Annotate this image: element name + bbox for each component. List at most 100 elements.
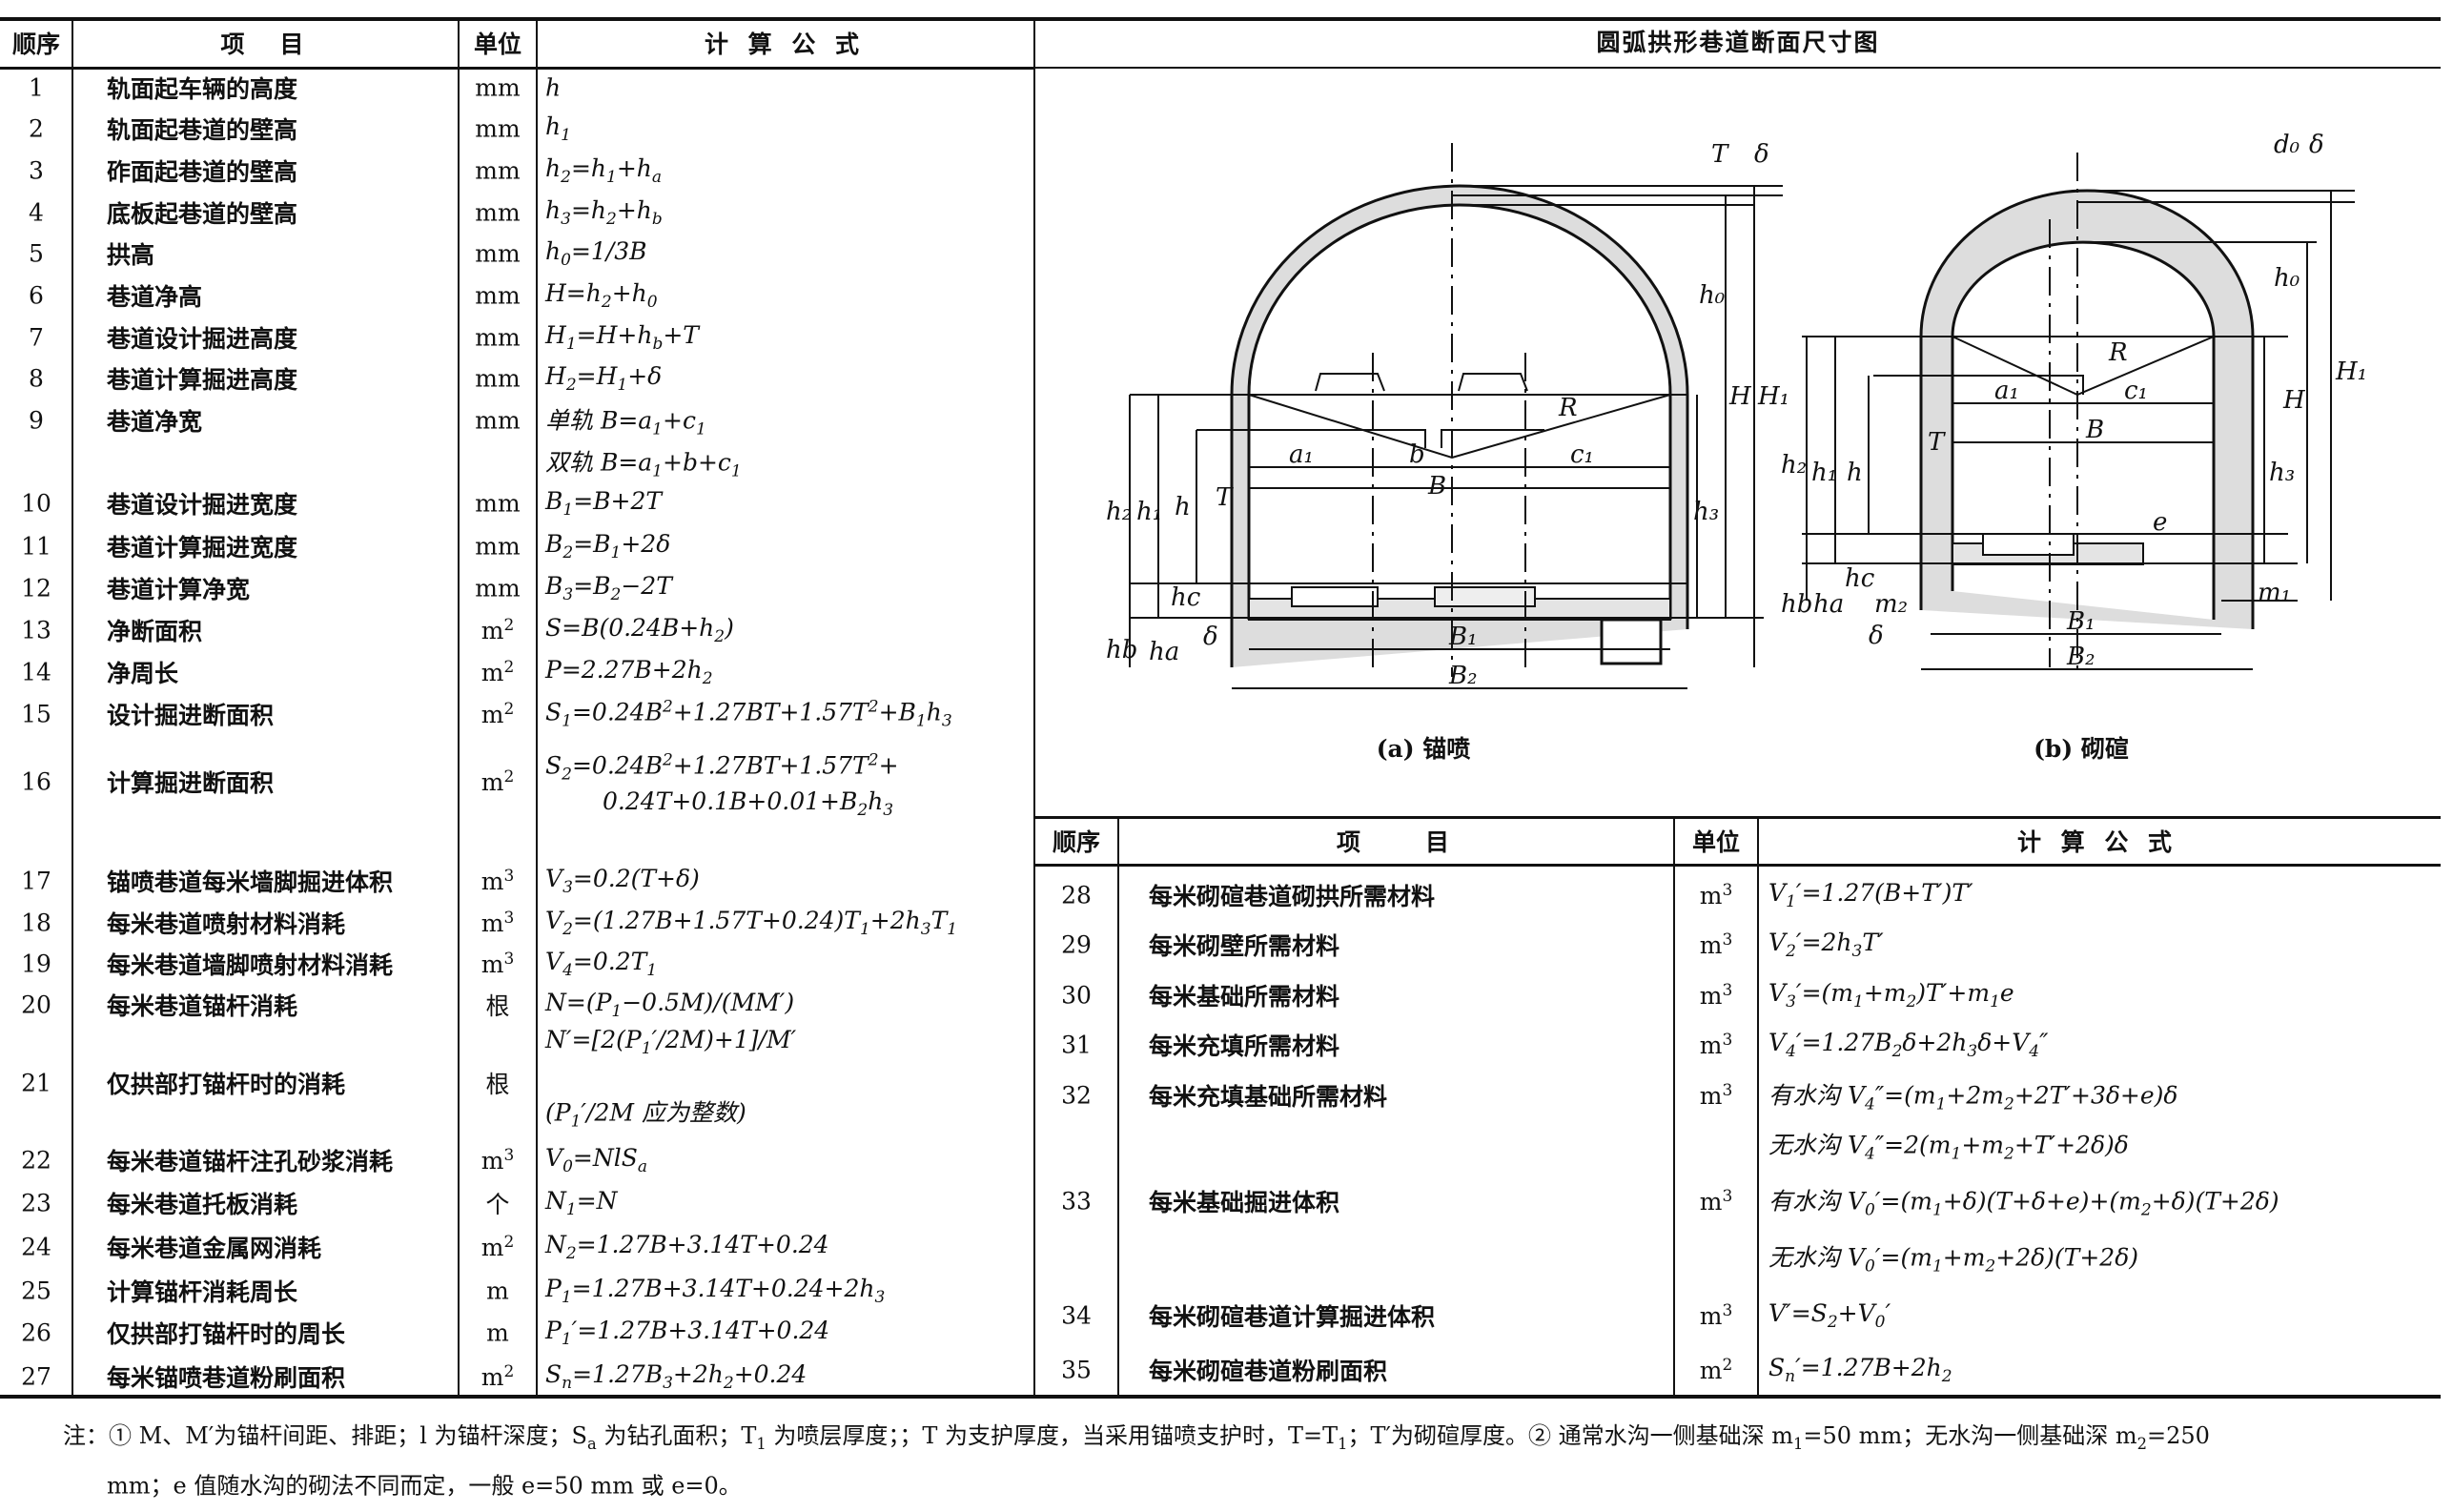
row-unit: m2 — [1699, 1355, 1733, 1385]
row-unit: 根 — [485, 992, 510, 1020]
row-unit: m3 — [1699, 980, 1733, 1011]
row-formula: Sn=1.27B3+2h2+0.24 — [545, 1360, 807, 1393]
row-number: 7 — [29, 323, 44, 352]
right-table-top-rule — [1035, 816, 2441, 819]
row-item: 设计掘进断面积 — [107, 702, 275, 729]
label-a-R: R — [1558, 394, 1578, 422]
row-unit: m — [486, 1318, 509, 1347]
row-formula: 双轨 B=a1+b+c1 — [545, 448, 742, 481]
row-item: 巷道设计掘进宽度 — [107, 491, 298, 519]
row-unit: mm — [475, 323, 521, 352]
row-item: 计算掘进断面积 — [107, 769, 275, 797]
row-formula: N=(P1−0.5M)/(MM′) — [545, 989, 795, 1021]
row-unit: m3 — [1699, 1030, 1733, 1060]
row-item: 每米巷道锚杆消耗 — [107, 992, 298, 1020]
row-item: 每米充填所需材料 — [1149, 1032, 1340, 1060]
row-unit: m3 — [480, 866, 515, 896]
label-a-c1: c₁ — [1570, 440, 1594, 469]
left-header-no: 顺序 — [11, 31, 61, 58]
row-item: 锚喷巷道每米墙脚掘进体积 — [107, 868, 394, 896]
row-item: 每米巷道托板消耗 — [107, 1191, 298, 1218]
row-number: 13 — [21, 616, 51, 644]
row-item: 每米巷道金属网消耗 — [107, 1235, 322, 1262]
row-formula: V′=S2+V0′ — [1768, 1299, 1891, 1332]
row-number: 10 — [21, 489, 51, 518]
row-formula: 无水沟 V0′=(m1+m2+2δ)(T+2δ) — [1768, 1243, 2138, 1277]
row-unit: mm — [475, 532, 521, 561]
row-number: 1 — [29, 73, 44, 102]
row-item: 巷道净高 — [107, 283, 203, 311]
row-number: 4 — [29, 198, 44, 227]
row-unit: m3 — [1699, 1080, 1733, 1111]
row-formula: V3=0.2(T+δ) — [545, 865, 700, 897]
row-number: 22 — [21, 1146, 51, 1175]
label-b-B: B — [2085, 416, 2104, 444]
row-formula: h2=h1+ha — [545, 154, 663, 187]
label-a-b: b — [1409, 440, 1425, 469]
row-formula: V1′=1.27(B+T′)T′ — [1768, 879, 1973, 911]
row-unit: m2 — [480, 615, 515, 645]
row-number: 24 — [21, 1233, 51, 1261]
sleeper-b — [1982, 533, 2075, 556]
diagram-top-rule — [1035, 17, 2441, 21]
row-unit: 个 — [485, 1191, 510, 1218]
row-number: 2 — [29, 114, 44, 143]
row-formula: S=B(0.24B+h2) — [545, 614, 734, 646]
row-number: 23 — [21, 1189, 51, 1217]
label-b-h3: h₃ — [2269, 459, 2295, 487]
row-unit: m — [486, 1277, 509, 1305]
row-item: 每米砌碹巷道砌拱所需材料 — [1149, 883, 1436, 910]
row-number: 15 — [21, 700, 51, 728]
row-formula: Sn′=1.27B+2h2 — [1768, 1354, 1952, 1386]
row-number: 26 — [21, 1318, 51, 1347]
caption-masonry: (b) 砌碹 — [2034, 735, 2129, 763]
row-number: 5 — [29, 239, 44, 268]
row-number: 6 — [29, 281, 44, 310]
row-formula: h0=1/3B — [545, 237, 647, 270]
left-col-divider — [536, 19, 538, 1397]
row-unit: m3 — [1699, 930, 1733, 960]
row-formula: V4′=1.27B2δ+2h3δ+V4″ — [1768, 1029, 2049, 1061]
row-formula: V4=0.2T1 — [545, 948, 658, 980]
right-header-formula: 计 算 公 式 — [2016, 828, 2178, 856]
row-unit: m3 — [480, 908, 515, 938]
right-table-header-rule — [1035, 864, 2441, 867]
row-item: 巷道净宽 — [107, 408, 203, 436]
label-a-H: H — [1728, 382, 1752, 411]
row-formula: h3=h2+hb — [545, 196, 663, 229]
row-number: 14 — [21, 658, 51, 686]
row-formula: P=2.27B+2h2 — [545, 656, 713, 688]
row-item: 巷道计算掘进宽度 — [107, 534, 298, 562]
label-b-hb: hb — [1781, 590, 1812, 619]
row-number: 19 — [21, 950, 51, 978]
row-number: 28 — [1061, 881, 1092, 909]
row-formula: 有水沟 V4″=(m1+2m2+2T′+3δ+e)δ — [1768, 1081, 2178, 1114]
label-a-h1: h₁ — [1136, 498, 1162, 526]
row-number: 8 — [29, 364, 44, 393]
row-unit: mm — [475, 574, 521, 603]
row-formula: 0.24T+0.1B+0.01+B2h3 — [603, 787, 894, 820]
diagram-title-rule — [1035, 67, 2441, 69]
label-a-hc: hc — [1171, 583, 1201, 612]
right-col-divider — [1117, 818, 1119, 1397]
label-a-h0: h₀ — [1699, 281, 1726, 310]
left-col-divider — [1033, 19, 1035, 1397]
right-header-item: 项 目 — [1336, 828, 1456, 856]
left-header-unit: 单位 — [473, 31, 522, 58]
row-formula: V2=(1.27B+1.57T+0.24)T1+2h3T1 — [545, 907, 958, 939]
row-unit: mm — [475, 156, 521, 185]
label-a-T: T — [1216, 483, 1234, 512]
label-b-d0: d₀ — [2274, 131, 2300, 159]
row-item: 每米砌碹巷道计算掘进体积 — [1149, 1303, 1436, 1331]
radius-lines-a — [1248, 394, 1671, 460]
row-unit: m3 — [1699, 880, 1733, 910]
label-a-a1: a₁ — [1289, 440, 1314, 469]
label-b-m1: m₁ — [2258, 579, 2291, 607]
row-formula: B1=B+2T — [545, 487, 663, 520]
row-formula: H=h2+h0 — [545, 279, 658, 312]
label-b-H: H — [2282, 386, 2306, 415]
row-number: 20 — [21, 991, 51, 1019]
left-col-divider — [72, 19, 73, 1397]
row-formula: H1=H+hb+T — [545, 321, 699, 354]
sleeper-a — [1434, 586, 1536, 607]
